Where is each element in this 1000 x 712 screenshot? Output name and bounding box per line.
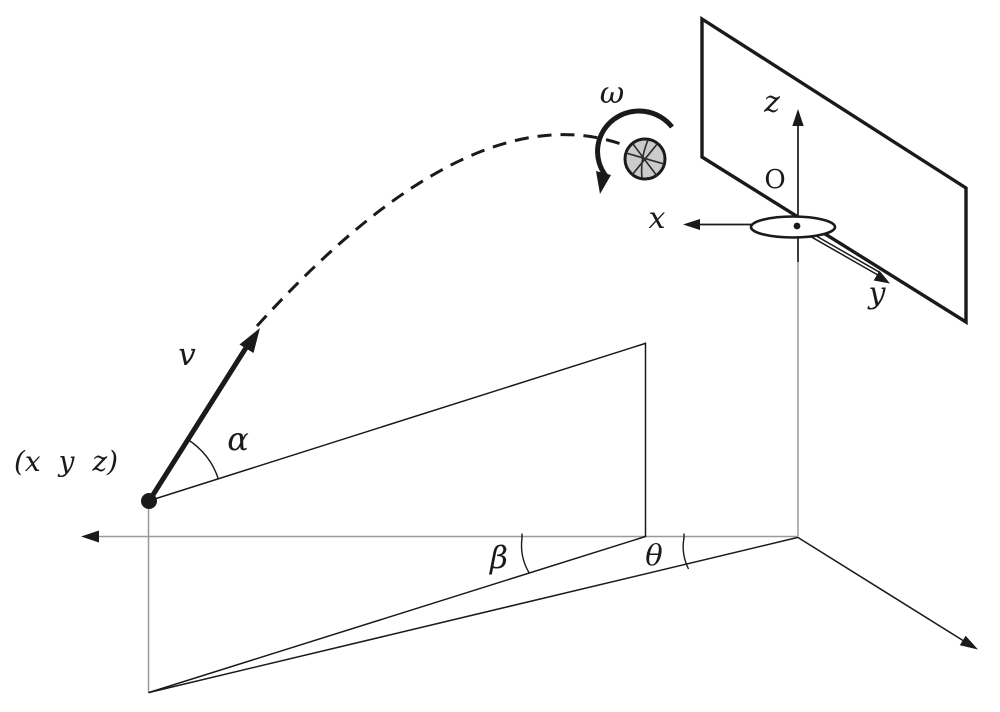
plane-floor-edge: [148, 535, 647, 694]
spin-arrow: [595, 108, 674, 194]
z-axis-arrowhead: [792, 109, 804, 126]
z-axis-label: z: [763, 85, 780, 120]
theta-angle-arc: [682, 533, 690, 570]
omega-label: ω: [600, 76, 624, 111]
basketball-icon: [623, 137, 667, 181]
alpha-angle-arc: [186, 438, 220, 480]
velocity-vector-shaft: [148, 341, 252, 500]
angle-arcs: [186, 438, 690, 574]
beta-label: β: [489, 540, 508, 576]
floor-axis-arrowhead: [959, 635, 978, 650]
backboard: [700, 15, 968, 326]
labels: ω z O x y v α (x y z) β θ: [14, 76, 887, 576]
spin-arrowhead: [596, 171, 611, 194]
hoop: [749, 215, 837, 239]
basketball-seam-diagonal-2: [632, 143, 658, 177]
floor-axis-shaft: [797, 536, 964, 642]
y-axis-arrowhead: [873, 270, 890, 284]
y-axis-label: y: [867, 276, 887, 311]
plane-top-edge: [152, 342, 646, 501]
velocity-label: v: [178, 337, 196, 373]
basketball-seam-vertical: [640, 139, 649, 179]
beta-angle-arc: [520, 533, 531, 574]
trajectory-path: [255, 133, 635, 328]
spin-arrow-arc: [595, 108, 674, 178]
launch-point-dot: [141, 493, 157, 509]
x-axis-label: x: [649, 201, 666, 236]
construction-lines: [97, 262, 799, 692]
theta-label: θ: [645, 538, 662, 572]
floor-x-arrowhead: [81, 530, 99, 543]
origin-dot: [793, 222, 801, 230]
alpha-label: α: [227, 420, 249, 458]
origin-label: O: [764, 165, 785, 195]
basketball-seams: [625, 139, 665, 179]
hoop-rim: [749, 215, 837, 239]
x-axis-arrowhead: [683, 219, 700, 230]
plane-edges: [148, 342, 964, 694]
launch-point-label: (x y z): [14, 445, 118, 478]
floor-diagonal-to-hoop: [148, 536, 799, 694]
